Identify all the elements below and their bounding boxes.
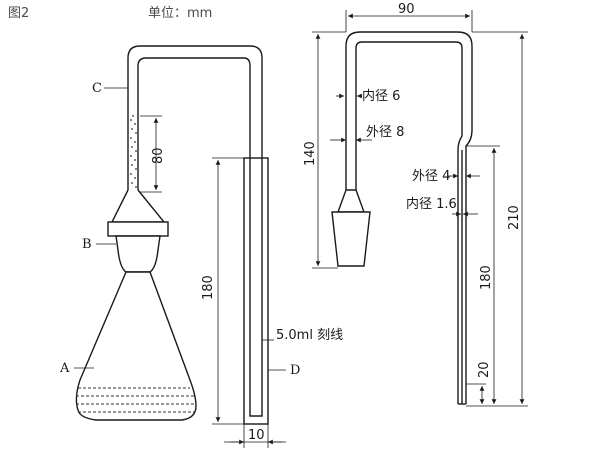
dim-180-right: 180 xyxy=(479,265,494,290)
callout-inner-6: 内径 6 xyxy=(362,88,400,104)
callout-outer-4: 外径 4 xyxy=(412,169,450,184)
figure-label: 图2 xyxy=(8,6,29,21)
dim-180-left: 180 xyxy=(201,275,216,300)
flask-neck xyxy=(115,235,161,273)
label-a: A xyxy=(59,361,70,376)
conical-flask xyxy=(75,271,197,421)
u-tube-outer xyxy=(127,45,263,190)
bent-tube-outer-left-return xyxy=(355,41,463,404)
dim-80: 80 xyxy=(151,147,166,164)
dim-210: 210 xyxy=(507,205,522,230)
left-apparatus: 5.0ml 刻线 C B A D 80 180 10 xyxy=(59,45,343,448)
right-tube: 90 140 210 180 20 内径 6 外径 8 外径 4 内径 1.6 xyxy=(303,2,528,407)
mark-label: 5.0ml 刻线 xyxy=(276,328,343,343)
dim-90: 90 xyxy=(398,2,415,17)
ground-joint xyxy=(110,189,166,223)
tube-inner-wall xyxy=(249,158,263,417)
graduated-tube xyxy=(243,157,269,425)
label-c: C xyxy=(92,81,102,96)
dim-140: 140 xyxy=(303,141,318,166)
bent-tube-cone xyxy=(331,211,371,267)
stopper-b xyxy=(107,221,169,237)
label-b: B xyxy=(82,237,92,252)
packing-dots xyxy=(130,115,137,192)
flask-liquid xyxy=(76,387,195,413)
bent-tube-outer xyxy=(345,31,473,404)
dim-20: 20 xyxy=(477,361,492,378)
bent-tube-taper xyxy=(337,189,365,213)
callout-inner-1-6: 内径 1.6 xyxy=(406,196,457,212)
unit-label: 单位：mm xyxy=(148,6,212,21)
dim-10: 10 xyxy=(248,428,265,443)
label-d: D xyxy=(290,363,300,378)
u-tube-inner xyxy=(137,57,251,190)
callout-outer-8: 外径 8 xyxy=(366,125,404,140)
